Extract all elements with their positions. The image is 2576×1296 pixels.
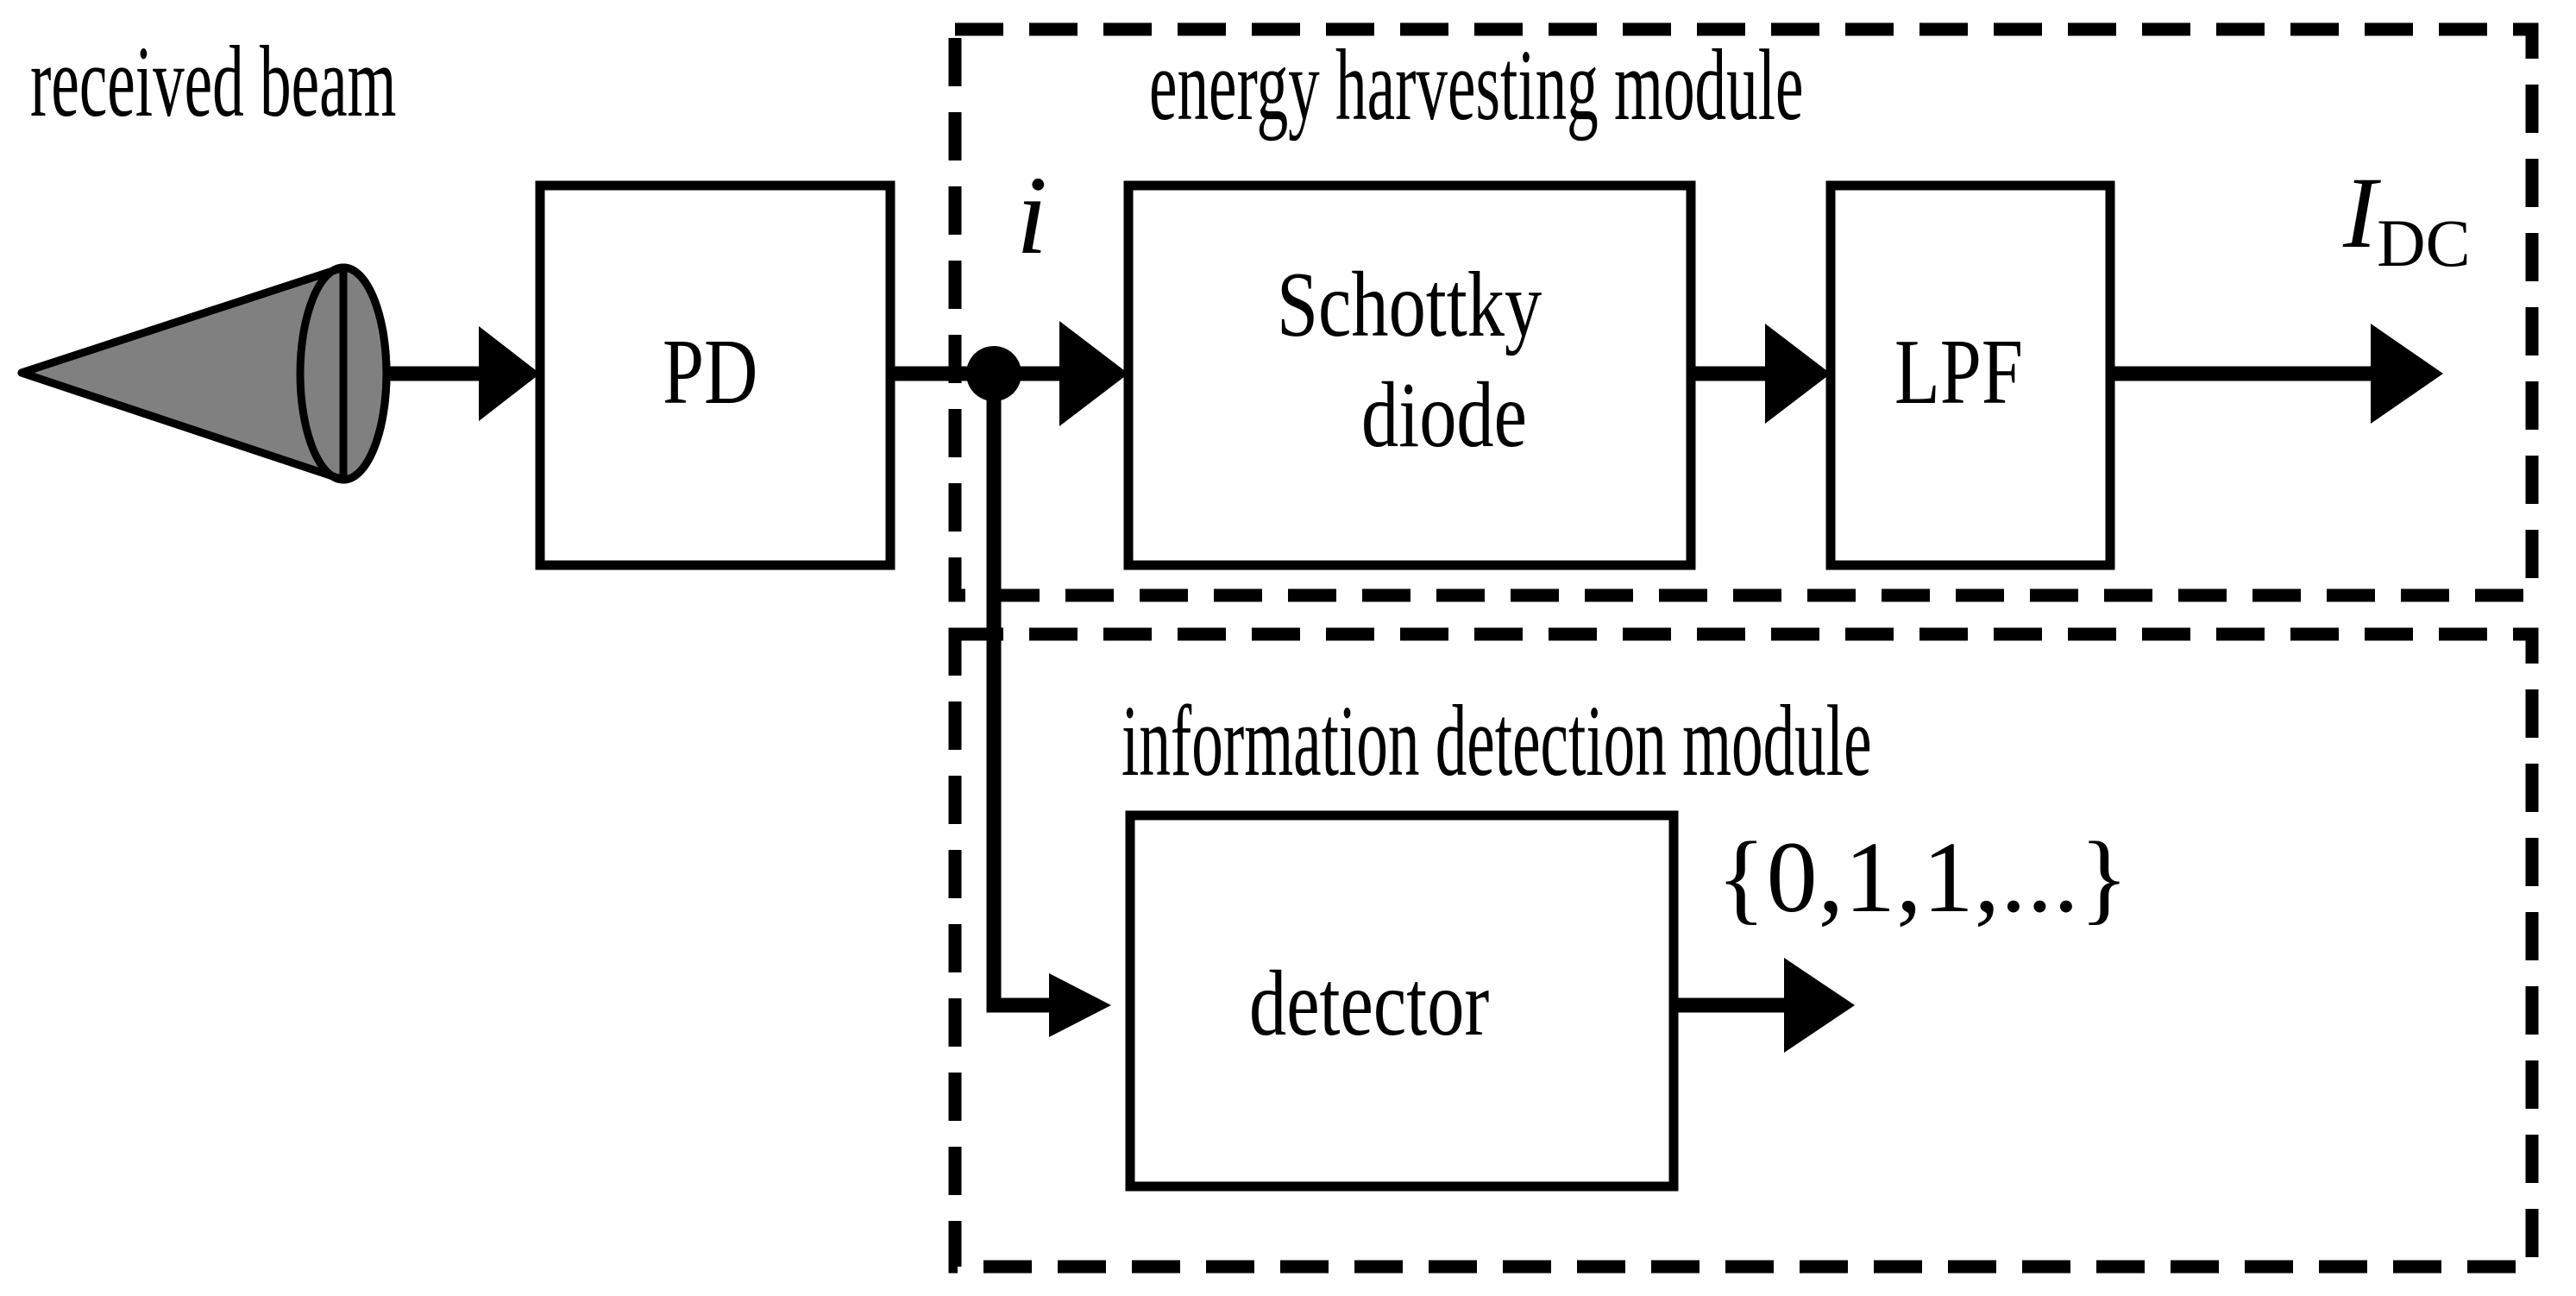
energy-harvesting-module-boundary: [948, 22, 2539, 602]
dc-current-italic-I: I: [2343, 156, 2378, 269]
beam-to-pd-arrow: [386, 326, 540, 421]
block-pd-label: PD: [663, 321, 758, 424]
dc-current-subscript: DC: [2377, 205, 2471, 280]
junction-to-schottky-arrow: [994, 321, 1128, 426]
block-pd[interactable]: [535, 180, 895, 570]
photocurrent-symbol-label: i: [1016, 154, 1048, 278]
energy-harvesting-module-label: energy harvesting module: [1149, 28, 1804, 142]
received-beam-label: received beam: [30, 25, 397, 138]
detector-output-arrow: [1674, 958, 1855, 1053]
lpf-output-arrow: [2110, 324, 2443, 424]
information-detection-module-boundary: [948, 627, 2539, 1274]
schottky-to-lpf-arrow: [1691, 324, 1831, 424]
block-lpf-label: LPF: [1894, 321, 2023, 424]
detected-bit-sequence-label: {0,1,1,...}: [1717, 821, 2130, 934]
block-detector[interactable]: [1125, 810, 1679, 1192]
block-schottky-label-line1: Schottky: [1277, 254, 1542, 356]
block-detector-label: detector: [1249, 953, 1490, 1055]
block-schottky-label-line2: diode: [1361, 364, 1527, 467]
dc-current-symbol-label: IDC: [2343, 162, 2471, 277]
received-beam-cone: [17, 263, 391, 484]
junction-to-detector-wire: [986, 374, 1111, 1037]
information-detection-module-label: information detection module: [1122, 684, 1872, 797]
